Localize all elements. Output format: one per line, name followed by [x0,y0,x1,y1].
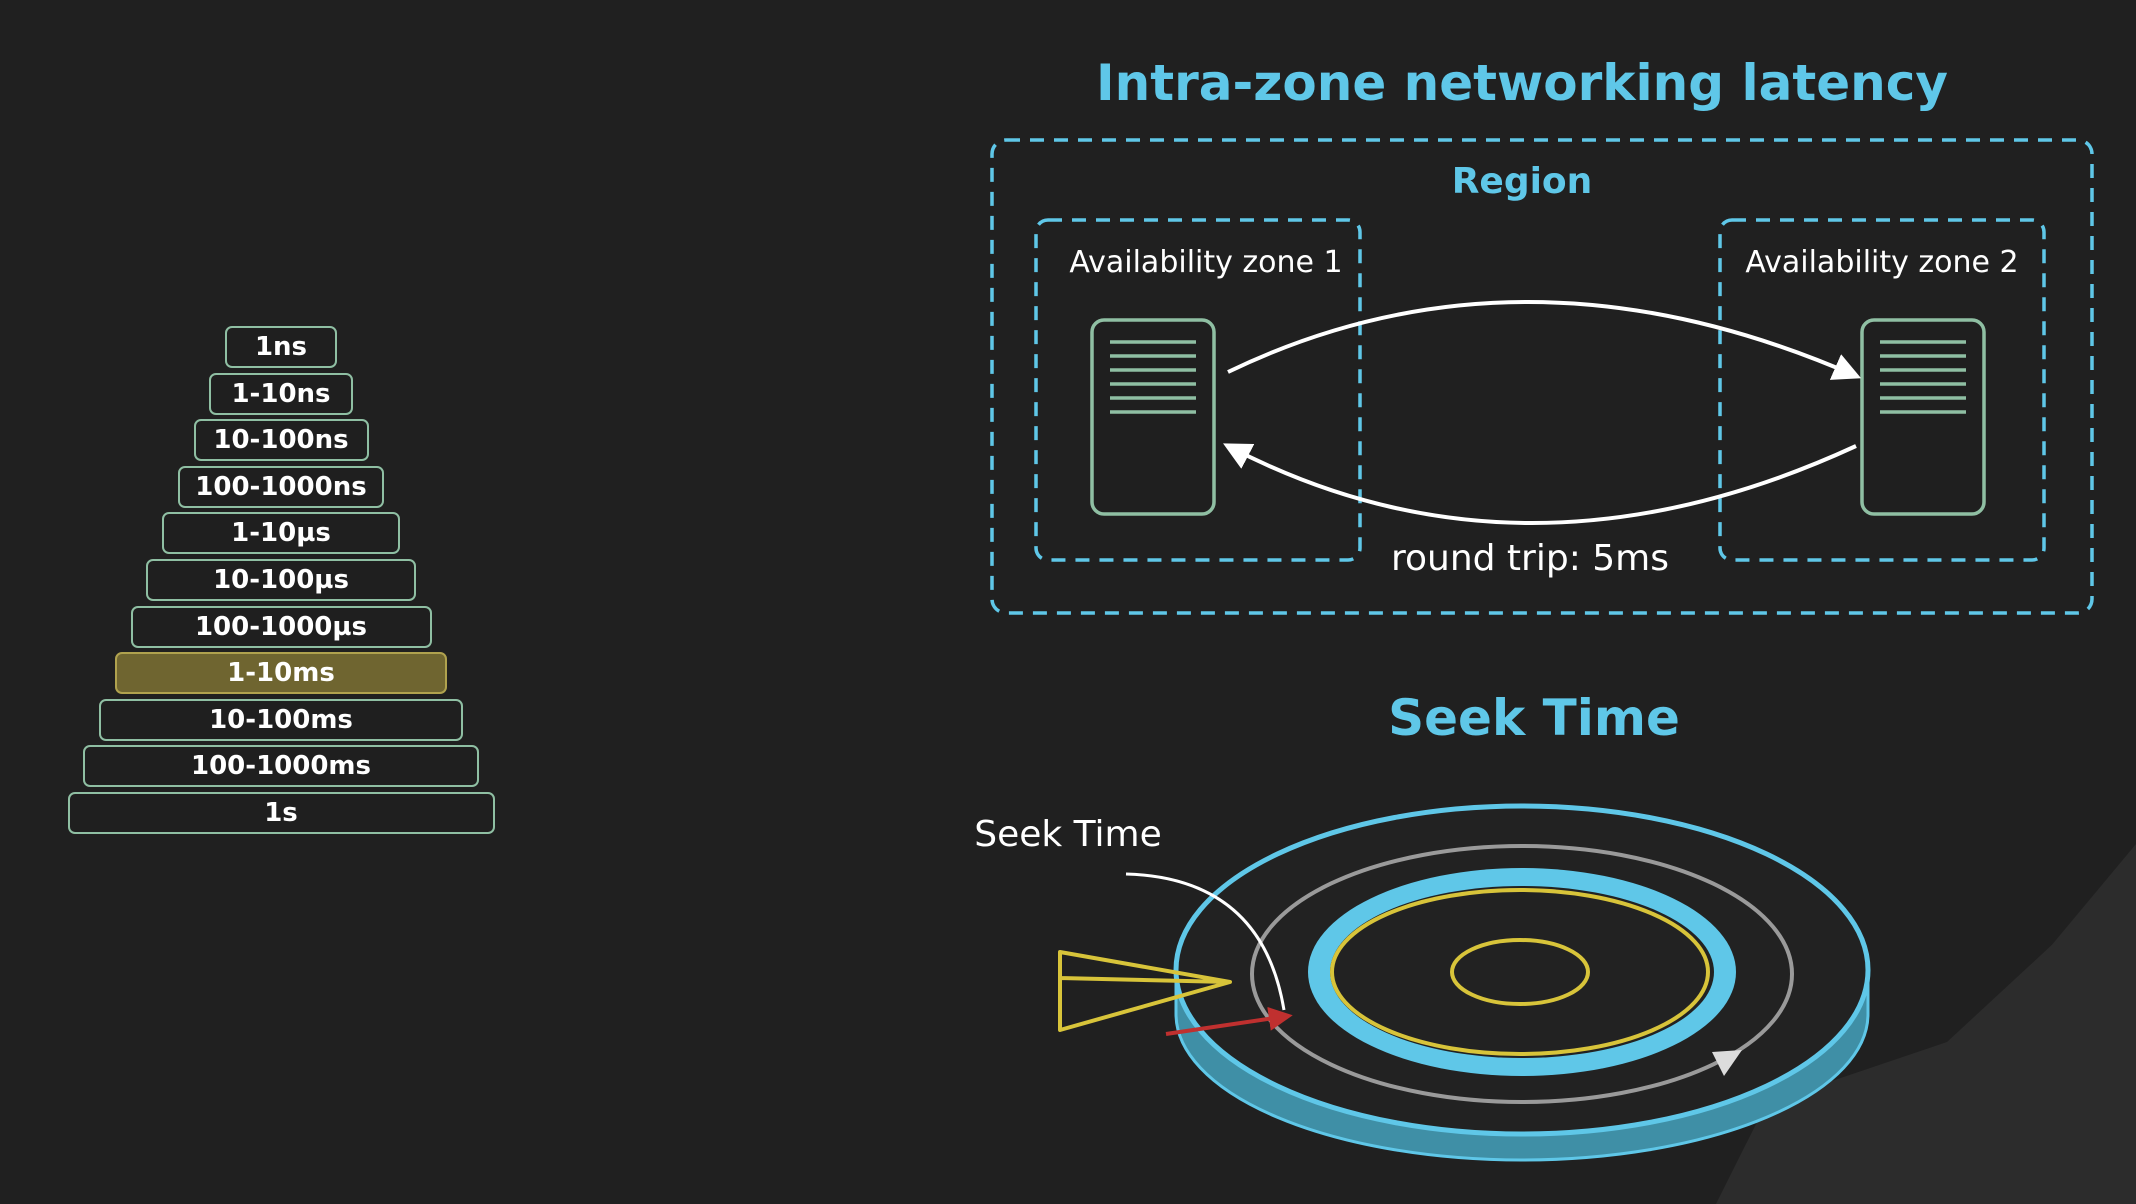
round-trip-label: round trip: 5ms [1391,538,1669,579]
region-label: Region [1452,161,1593,202]
latency-tier-highlighted: 1-10ms [114,652,448,695]
latency-tier: 100-1000µs [130,605,432,648]
availability-zone-1-box [1034,218,1362,562]
server-icon [1090,318,1216,516]
latency-tier: 10-100ns [193,419,369,462]
seek-callout-label: Seek Time [974,814,1162,855]
request-arrow [1227,300,1862,380]
latency-tier: 1ns [225,326,337,368]
server-icon [1860,318,1986,516]
latency-tier: 100-1000ms [83,745,479,788]
region-box [990,138,2094,615]
response-arrow [1223,443,1857,525]
read-write-head-icon [1058,950,1232,1032]
seek-callout-line [1125,872,1286,1011]
latency-tier: 100-1000ns [177,465,385,508]
rotation-arrow-icon [1712,1050,1742,1076]
latency-tier: 1s [67,792,495,834]
disk-platter [1173,803,1871,1162]
seek-title: Seek Time [1388,689,1680,747]
availability-zone-2-label: Availability zone 2 [1745,245,2018,280]
availability-zone-1-label: Availability zone 1 [1069,245,1342,280]
latency-tier: 10-100ms [99,698,463,741]
seek-arrow-icon [1165,1006,1293,1036]
latency-tier: 1-10µs [162,512,400,555]
network-title: Intra-zone networking latency [1096,54,1948,112]
availability-zone-2-box [1718,218,2046,562]
latency-tier: 10-100µs [146,559,416,601]
latency-tier: 1-10ns [209,372,353,415]
